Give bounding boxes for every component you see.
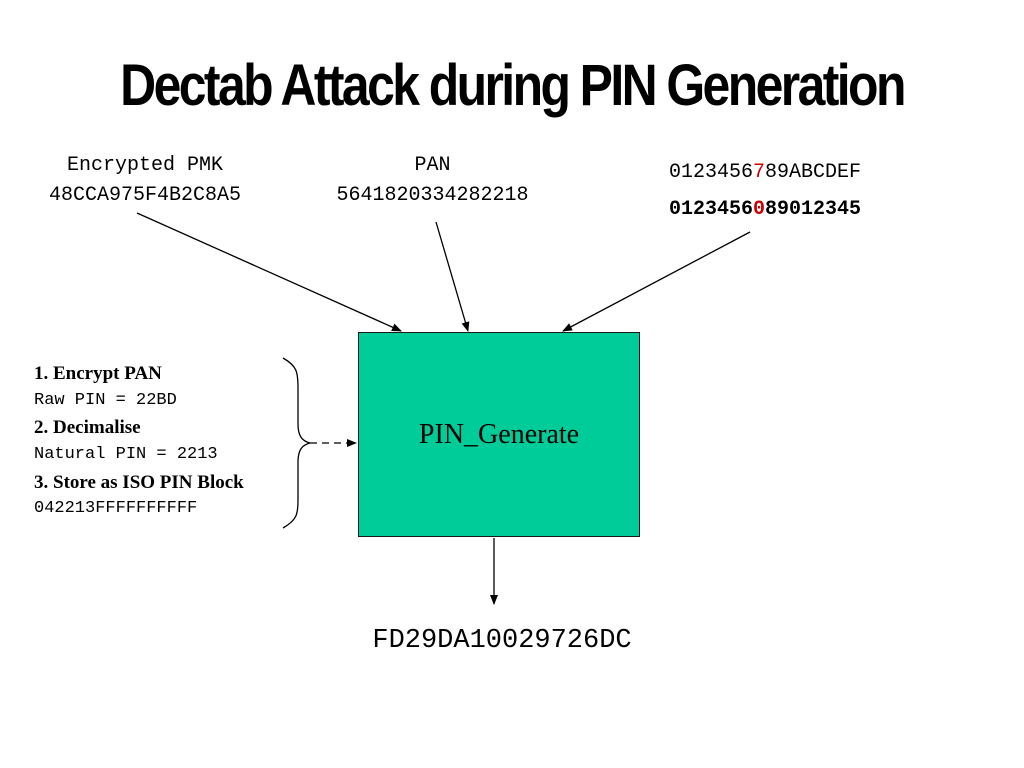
dectab-alphabet-before: 0123456 <box>668 161 753 184</box>
pan-value: 5641820334282218 <box>336 184 529 207</box>
dectab-alphabet-after: 89ABCDEF <box>765 161 862 184</box>
dectab-alphabet: 0123456789ABCDEF <box>640 161 890 184</box>
pmk-label: Encrypted PMK <box>66 154 224 177</box>
step-3-label: 3. Store as ISO PIN Block <box>34 472 244 493</box>
dectab-table-before: 0123456 <box>668 198 753 221</box>
dectab-arrow <box>562 231 751 332</box>
pan-arrow <box>435 221 470 332</box>
pin-generate-label: PIN_Generate <box>418 419 580 450</box>
step-1-label: 1. Encrypt PAN <box>34 363 162 384</box>
steps-brace <box>282 357 311 529</box>
step-2-label: 2. Decimalise <box>34 417 141 438</box>
step-2-value: Natural PIN = 2213 <box>34 445 218 464</box>
dectab-table: 0123456089012345 <box>640 198 890 221</box>
step-1-value: Raw PIN = 22BD <box>34 391 177 410</box>
pmk-arrow <box>136 212 402 332</box>
output-value: FD29DA10029726DC <box>372 626 632 656</box>
dectab-table-after: 89012345 <box>765 198 862 221</box>
pmk-value: 48CCA975F4B2C8A5 <box>48 184 242 207</box>
pin-generate-box: PIN_Generate <box>358 332 640 537</box>
step-3-value: 042213FFFFFFFFFF <box>34 499 198 518</box>
pan-label: PAN <box>414 154 451 177</box>
dectab-alphabet-highlight: 7 <box>752 161 765 184</box>
dectab-table-highlight: 0 <box>752 198 765 221</box>
slide-title: Dectab Attack during PIN Generation <box>120 53 906 118</box>
